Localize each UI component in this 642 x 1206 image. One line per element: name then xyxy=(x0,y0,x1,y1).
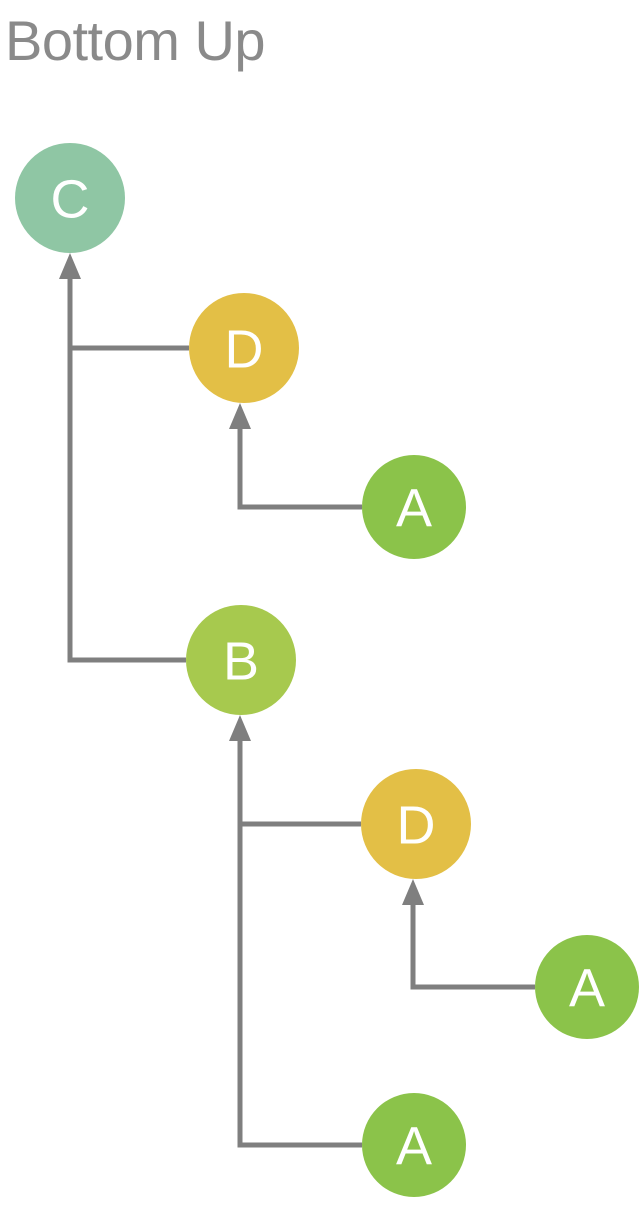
arrowhead-up-icon-a1-to-d1 xyxy=(229,403,251,429)
node-a2: A xyxy=(535,935,639,1039)
node-a3: A xyxy=(362,1093,466,1197)
node-circle-d1 xyxy=(189,293,299,403)
arrowhead-up-icon-b-to-c xyxy=(59,253,81,279)
edge-b-to-c xyxy=(67,277,186,663)
page-title: Bottom Up xyxy=(5,9,266,72)
node-d2: D xyxy=(361,769,471,879)
arrowhead-up-icon-a3-to-b xyxy=(229,715,251,741)
node-label-d2: D xyxy=(397,795,436,855)
node-label-a1: A xyxy=(396,478,432,538)
edge-a1-to-d1 xyxy=(237,427,362,510)
node-circle-d2 xyxy=(361,769,471,879)
node-c: C xyxy=(15,143,125,253)
node-circle-a3 xyxy=(362,1093,466,1197)
node-a1: A xyxy=(362,455,466,559)
node-b: B xyxy=(186,605,296,715)
edge-a3-to-b xyxy=(237,739,362,1148)
node-circle-a1 xyxy=(362,455,466,559)
node-d1: D xyxy=(189,293,299,403)
node-circle-c xyxy=(15,143,125,253)
arrowhead-up-icon-a2-to-d2 xyxy=(402,879,424,905)
node-circle-b xyxy=(186,605,296,715)
node-label-a3: A xyxy=(396,1116,432,1176)
node-label-d1: D xyxy=(225,319,264,379)
node-circle-a2 xyxy=(535,935,639,1039)
node-label-c: C xyxy=(51,169,90,229)
edge-a2-to-d2 xyxy=(410,903,535,990)
node-label-b: B xyxy=(223,631,259,691)
node-label-a2: A xyxy=(569,958,605,1018)
